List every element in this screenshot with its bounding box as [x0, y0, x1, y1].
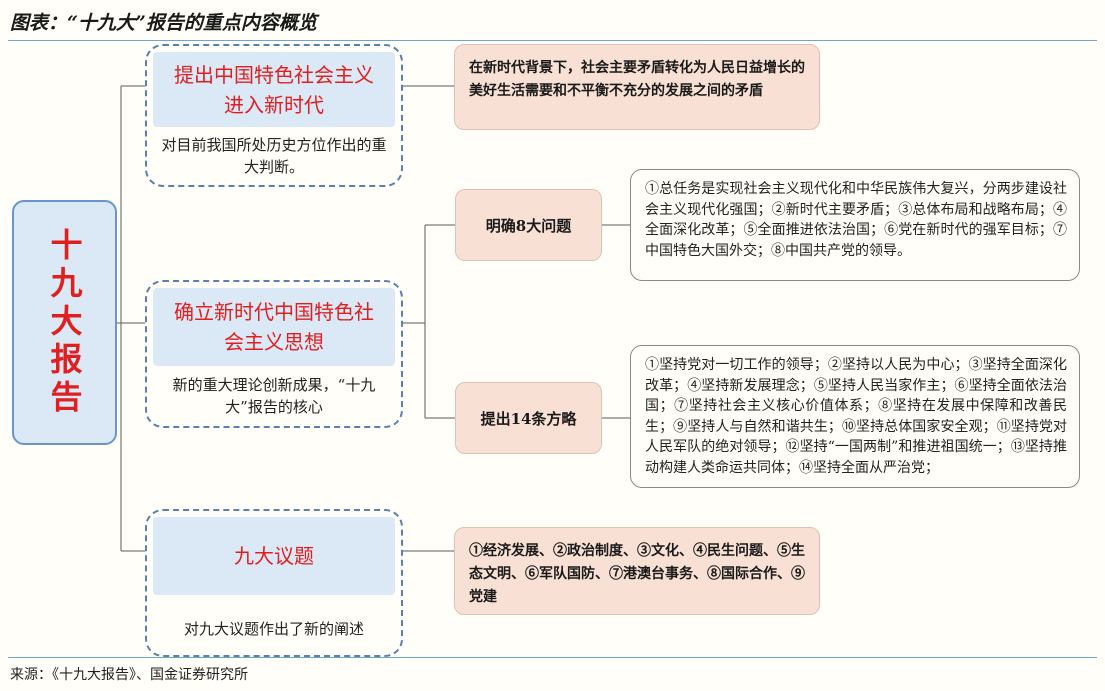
sub-1-detail-text: ①总任务是实现社会主义现代化和中华民族伟大复兴，分两步建设社会主义现代化强国；②…	[645, 181, 1067, 259]
figure-title: 图表：“十九大”报告的重点内容概览	[10, 12, 317, 34]
top-rule	[8, 40, 1097, 41]
branch-1-title: 提出中国特色社会主义进入新时代	[153, 52, 395, 127]
branch-1-desc: 对目前我国所处历史方位作出的重大判断。	[161, 136, 387, 176]
branch-2-group: 确立新时代中国特色社会主义思想 新的重大理论创新成果，“十九大”报告的核心	[145, 280, 403, 428]
sub-1-title: 明确8大问题	[485, 216, 572, 235]
sub-1-detail-box: ①总任务是实现社会主义现代化和中华民族伟大复兴，分两步建设社会主义现代化强国；②…	[630, 169, 1080, 281]
branch-2-title: 确立新时代中国特色社会主义思想	[153, 288, 395, 366]
branch-1-detail-text: 在新时代背景下，社会主要矛盾转化为人民日益增长的美好生活需要和不平衡不充分的发展…	[469, 60, 805, 99]
branch-1-detail-box: 在新时代背景下，社会主要矛盾转化为人民日益增长的美好生活需要和不平衡不充分的发展…	[454, 44, 820, 130]
branch-3-group: 九大议题 对九大议题作出了新的阐述	[145, 509, 403, 657]
source-note: 来源：《十九大报告》、国金证券研究所	[10, 667, 248, 683]
branch-3-title: 九大议题	[153, 517, 395, 595]
root-node: 十九大报告	[12, 200, 117, 445]
branch-1-group: 提出中国特色社会主义进入新时代 对目前我国所处历史方位作出的重大判断。	[145, 44, 403, 187]
branch-3-detail-text: ①经济发展、②政治制度、③文化、④民生问题、⑤生态文明、⑥军队国防、⑦港澳台事务…	[469, 543, 805, 605]
bottom-rule	[8, 657, 1097, 658]
sub-2-title: 提出14条方略	[480, 409, 577, 428]
branch-2-desc: 新的重大理论创新成果，“十九大”报告的核心	[172, 376, 376, 416]
sub-2-detail-box: ①坚持党对一切工作的领导；②坚持以人民为中心；③坚持全面深化改革；④坚持新发展理…	[630, 345, 1080, 488]
branch-3-desc: 对九大议题作出了新的阐述	[183, 620, 364, 638]
sub-2-box: 提出14条方略	[455, 382, 602, 454]
sub-2-detail-text: ①坚持党对一切工作的领导；②坚持以人民为中心；③坚持全面深化改革；④坚持新发展理…	[645, 357, 1067, 476]
sub-1-box: 明确8大问题	[455, 189, 602, 261]
branch-3-detail-box: ①经济发展、②政治制度、③文化、④民生问题、⑤生态文明、⑥军队国防、⑦港澳台事务…	[454, 527, 820, 615]
root-label: 十九大报告	[45, 227, 84, 418]
